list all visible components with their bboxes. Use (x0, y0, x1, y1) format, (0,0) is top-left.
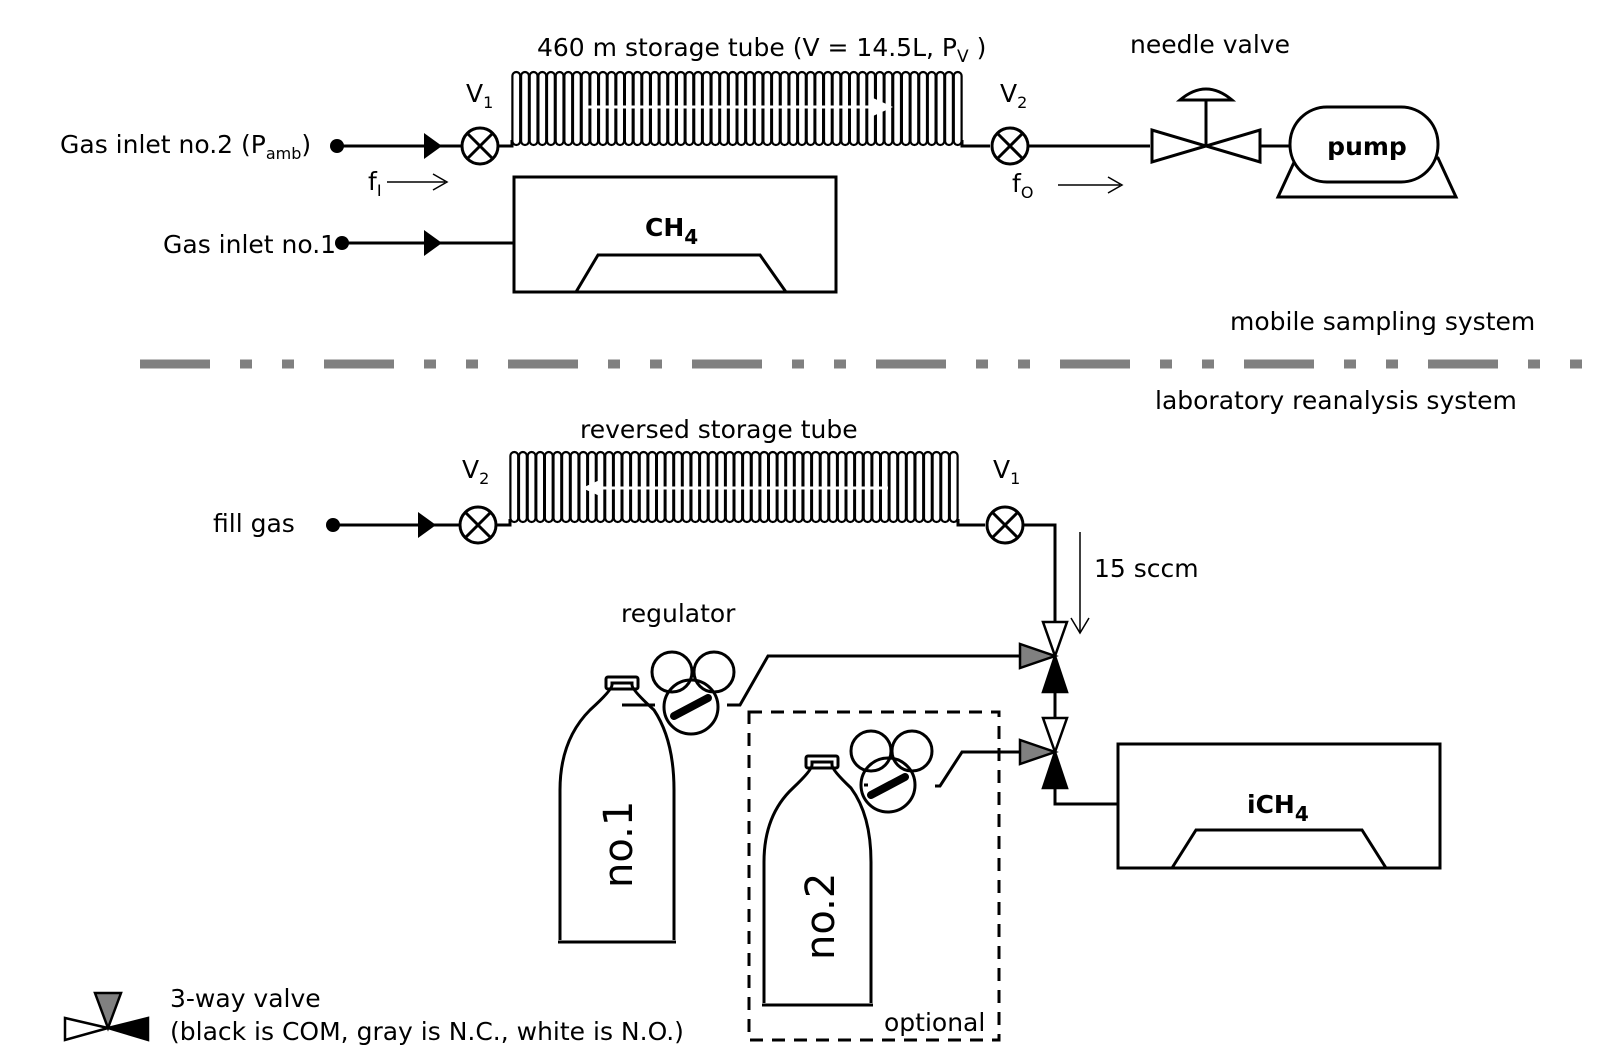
pump-label: pump (1327, 132, 1407, 161)
coil-loop (554, 70, 565, 147)
coil-loop (943, 70, 954, 147)
coil-loop (922, 450, 933, 524)
valve-v1-label-lab: V1 (993, 455, 1020, 488)
flow-in-arrowhead (432, 173, 449, 191)
storage-tube-label: 460 m storage tube (V = 14.5L, PV ) (537, 33, 986, 67)
tube-stub (956, 519, 985, 527)
coil-loop (918, 70, 929, 147)
gas-inlet-1-label: Gas inlet no.1 (163, 230, 336, 259)
coil-loop (560, 450, 571, 524)
ich4-analyzer-label: iCH4 (1247, 790, 1309, 826)
valve-v1-label: V1 (466, 79, 493, 112)
optional-box (747, 710, 1001, 1042)
coil-loop (517, 450, 528, 524)
coil-loop (909, 70, 920, 147)
valve-v2-icon (990, 126, 1030, 166)
coil-loop (905, 450, 916, 524)
ich4-analyzer (1116, 742, 1442, 870)
regulator-2-icon (849, 729, 934, 814)
valve-v2-label: V2 (1000, 79, 1027, 112)
reversed-tube-label: reversed storage tube (580, 415, 858, 444)
optional-label: optional (884, 1008, 985, 1037)
coil-loop (537, 70, 548, 147)
analyzer-line (1053, 788, 1118, 806)
coil-loop (535, 450, 546, 524)
check-valve-icon (418, 512, 436, 538)
valve-v2-icon (458, 505, 498, 545)
three-way-valve-legend-icon (63, 991, 150, 1042)
ch4-analyzer (512, 175, 838, 294)
valve-v1-icon (985, 505, 1025, 545)
pump-icon (1275, 105, 1459, 199)
coil-loop (509, 450, 520, 524)
coil-loop (571, 70, 582, 147)
gas-inlet-2-label: Gas inlet no.2 (Pamb) (60, 130, 311, 163)
regulator-label: regulator (621, 599, 736, 628)
regulator-1-line (727, 654, 1020, 707)
cylinder-2-label: no.2 (798, 873, 844, 960)
flow-out-label: fO (1012, 169, 1033, 202)
tube-stub (496, 519, 512, 527)
coil-loop (569, 450, 580, 524)
mobile-system-label: mobile sampling system (1230, 307, 1535, 336)
coil-loop (926, 70, 937, 147)
tube-outlet-stub (960, 140, 990, 148)
coil-loop (896, 450, 907, 524)
regulator-1-icon (650, 650, 736, 736)
legend: 3-way valve (black is COM, gray is N.C.,… (63, 984, 684, 1046)
needle-valve-label: needle valve (1130, 30, 1290, 59)
flow-arrowhead (1070, 617, 1090, 635)
flow-rate-label: 15 sccm (1094, 554, 1199, 583)
coil-loop (888, 450, 899, 524)
coil-loop (526, 450, 537, 524)
legend-title: 3-way valve (170, 984, 321, 1013)
valve-v2-label-lab: V2 (462, 455, 489, 488)
reverse-flow-arrowhead (582, 479, 602, 497)
cylinder-1-label: no.1 (596, 801, 642, 888)
coil-loop (948, 450, 959, 524)
valve-v1-icon (460, 126, 500, 166)
coil-loop (563, 70, 574, 147)
three-way-valve-1 (1018, 620, 1069, 694)
coil-loop (528, 70, 539, 147)
mobile-sampling-system: 460 m storage tube (V = 14.5L, PV ) Gas … (60, 30, 1459, 294)
flow-direction-arrowhead (873, 98, 893, 116)
fill-gas-label: fill gas (213, 509, 295, 538)
gas-cylinder-1 (558, 675, 676, 944)
regulator-2-line (935, 750, 1020, 788)
coil-loop (543, 450, 554, 524)
ch4-analyzer-label: CH4 (645, 213, 698, 249)
check-valve-icon (424, 133, 442, 159)
coil-loop (892, 70, 903, 147)
laboratory-reanalysis-system: reversed storage tube fill gas V2 V1 15 … (213, 415, 1442, 1042)
coil-loop (940, 450, 951, 524)
tube-inlet-stub (498, 140, 514, 148)
coil-loop (900, 70, 911, 147)
coil-loop (931, 450, 942, 524)
flow-out-arrowhead (1107, 176, 1124, 194)
coil-loop (552, 450, 563, 524)
coil-loop (935, 70, 946, 147)
three-way-valve-2 (1018, 716, 1069, 790)
lab-system-label: laboratory reanalysis system (1155, 386, 1517, 415)
gas-cylinder-2 (762, 754, 873, 1007)
coil-loop (519, 70, 530, 147)
outlet-line (1023, 523, 1057, 622)
legend-description: (black is COM, gray is N.C., white is N.… (170, 1017, 684, 1046)
coil-loop (545, 70, 556, 147)
flow-in-label: fI (368, 167, 382, 200)
coil-loop (511, 70, 522, 147)
coil-loop (914, 450, 925, 524)
needle-valve-icon (1150, 87, 1262, 165)
coil-loop (952, 70, 963, 147)
check-valve-icon (424, 230, 442, 256)
